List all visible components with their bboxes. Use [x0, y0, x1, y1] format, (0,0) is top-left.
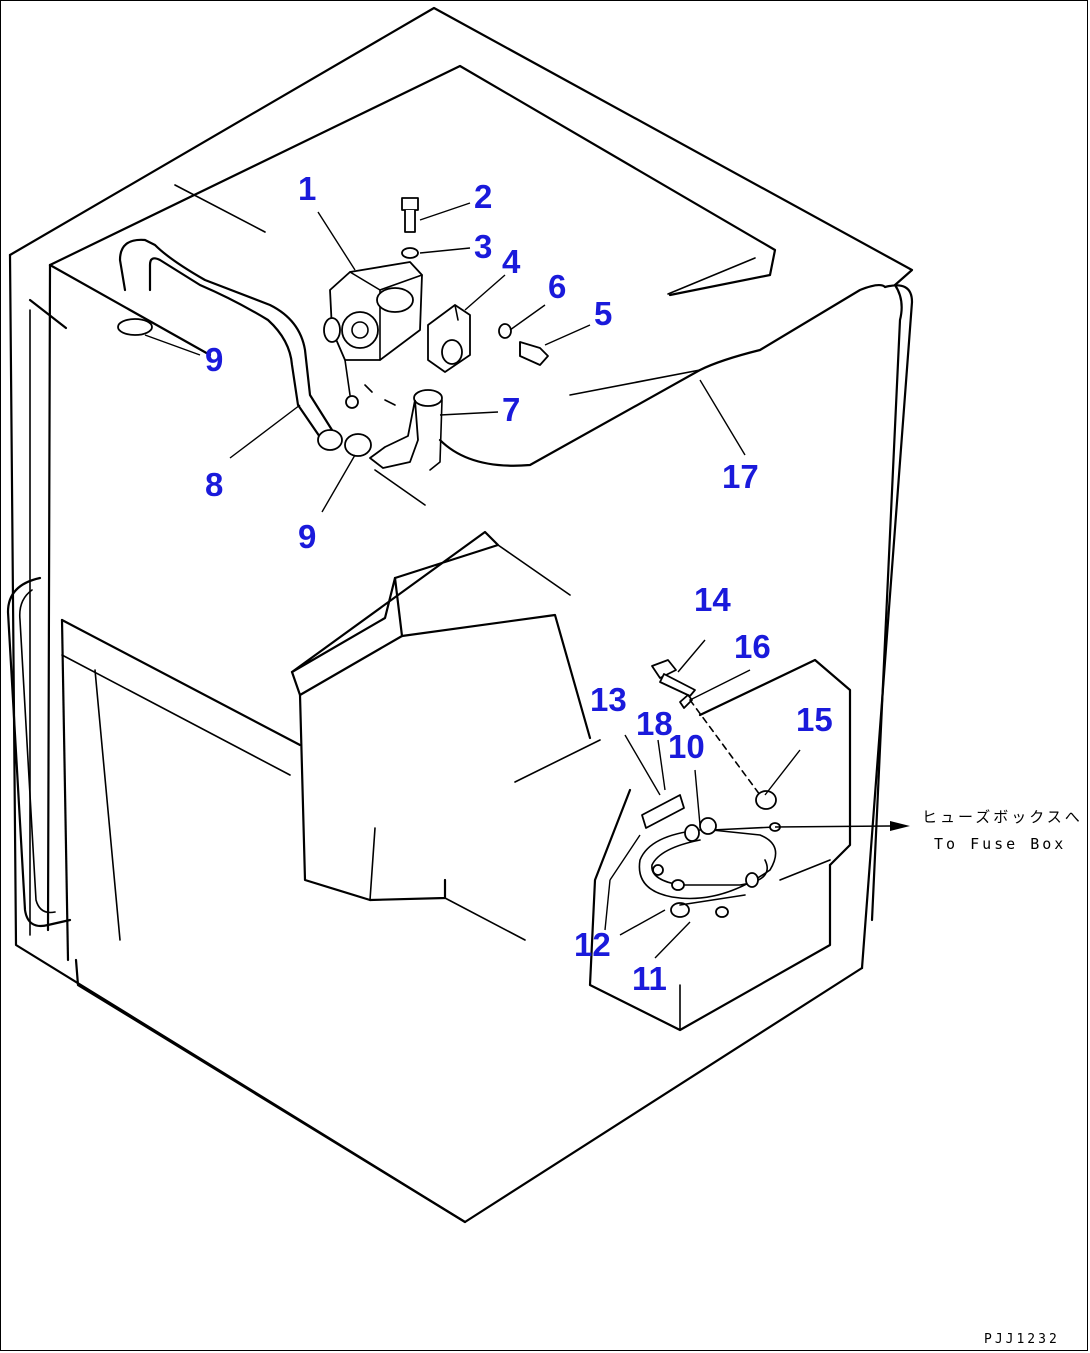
- callout-18: 18: [636, 705, 673, 742]
- air-duct: [369, 389, 443, 471]
- callout-1: 1: [298, 170, 317, 207]
- callout-9-lower: 9: [298, 518, 317, 555]
- bracket: [427, 304, 471, 373]
- callout-6: 6: [548, 268, 567, 305]
- callout-2: 2: [474, 178, 493, 215]
- hose: [118, 238, 343, 451]
- callout-5: 5: [594, 295, 613, 332]
- callout-11: 11: [632, 960, 667, 997]
- destination-label-en: To Fuse Box: [934, 835, 1067, 853]
- heater-unit: [323, 261, 423, 361]
- bolt-and-washer-upper: [401, 197, 419, 259]
- callout-12: 12: [574, 926, 611, 963]
- drawing-code: PJJ1232: [984, 1332, 1060, 1347]
- callout-17: 17: [722, 458, 759, 495]
- callout-14: 14: [694, 581, 731, 618]
- callout-9-upper: 9: [205, 341, 224, 378]
- callout-3: 3: [474, 228, 493, 265]
- bolt-and-washer-right: [498, 323, 549, 366]
- hose-clamps: [117, 318, 372, 457]
- callout-15: 15: [796, 701, 833, 738]
- callout-10: 10: [668, 728, 705, 765]
- destination-label-jp: ヒューズボックスへ: [922, 808, 1083, 826]
- callout-8: 8: [205, 466, 224, 503]
- callout-4: 4: [502, 243, 521, 280]
- wiring-harness: [638, 659, 781, 918]
- callout-13: 13: [590, 681, 627, 718]
- leader-lines: [144, 202, 910, 959]
- callout-16: 16: [734, 628, 771, 665]
- callout-7: 7: [502, 391, 521, 428]
- heater-fittings: [344, 359, 396, 409]
- cab-body: [6, 6, 914, 1224]
